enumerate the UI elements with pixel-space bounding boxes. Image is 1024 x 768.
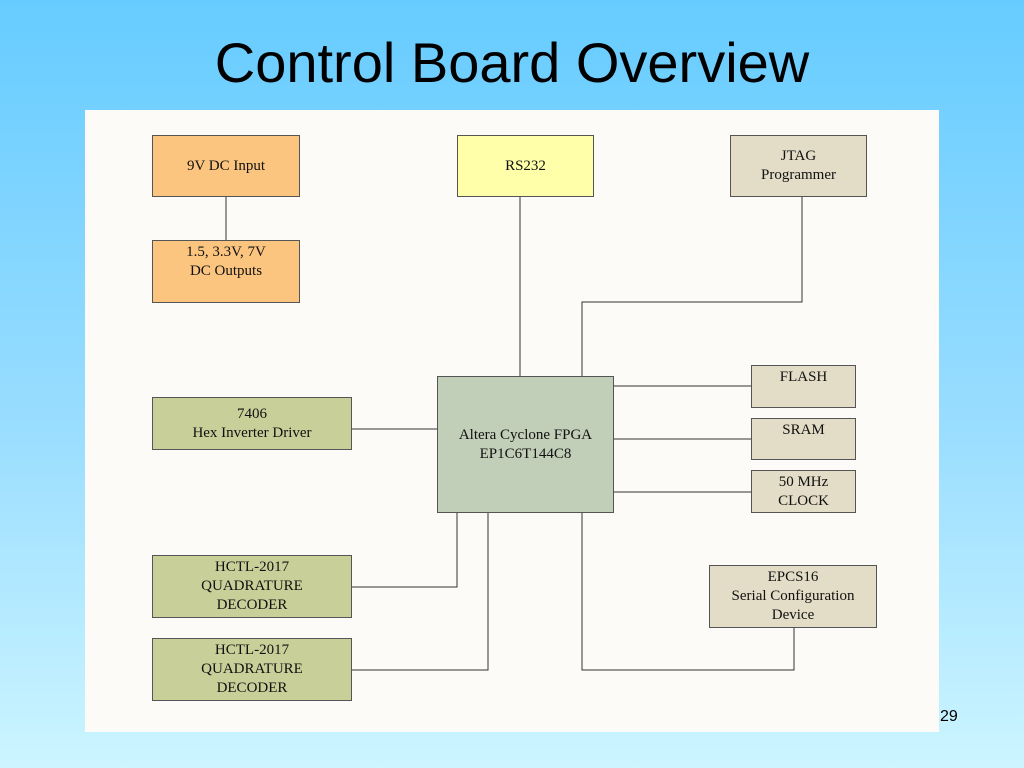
line-fpga-to-decoder-1: [352, 513, 458, 588]
dc-outputs-label: 1.5, 3.3V, 7V DC Outputs: [186, 244, 266, 279]
dc-outputs-block: 1.5, 3.3V, 7V DC Outputs: [152, 240, 300, 303]
connection-lines: [225, 197, 803, 671]
line-jtag-to-fpga: [581, 197, 803, 376]
quadrature-decoder-1-label: HCTL-2017 QUADRATURE DECODER: [201, 559, 303, 613]
block-diagram: 9V DC Input 1.5, 3.3V, 7V DC Outputs RS2…: [85, 110, 939, 732]
hex-inverter-label: 7406 Hex Inverter Driver: [192, 405, 312, 441]
fpga-block: Altera Cyclone FPGA EP1C6T144C8: [437, 376, 614, 513]
quadrature-decoder-block-1: HCTL-2017 QUADRATURE DECODER: [152, 555, 352, 618]
rs232-block: RS232: [457, 135, 594, 197]
rs232-label: RS232: [505, 157, 546, 174]
quadrature-decoder-2-label: HCTL-2017 QUADRATURE DECODER: [201, 642, 303, 696]
epcs16-label: EPCS16 Serial Configuration Device: [731, 569, 855, 623]
epcs16-block: EPCS16 Serial Configuration Device: [709, 565, 877, 628]
jtag-programmer-label: JTAG Programmer: [761, 148, 836, 183]
fpga-label: Altera Cyclone FPGA EP1C6T144C8: [458, 426, 593, 462]
sram-label: SRAM: [782, 422, 825, 438]
page-number: 29: [940, 708, 958, 725]
line-fpga-to-decoder-2: [352, 513, 489, 671]
quadrature-decoder-block-2: HCTL-2017 QUADRATURE DECODER: [152, 638, 352, 701]
flash-block: FLASH: [751, 365, 856, 408]
clock-label: 50 MHz CLOCK: [778, 473, 829, 509]
dc-input-block: 9V DC Input: [152, 135, 300, 197]
line-fpga-to-epcs16: [581, 513, 795, 671]
jtag-programmer-block: JTAG Programmer: [730, 135, 867, 197]
slide-title: Control Board Overview: [214, 31, 810, 94]
dc-input-label: 9V DC Input: [186, 157, 266, 174]
sram-block: SRAM: [751, 418, 856, 460]
clock-block: 50 MHz CLOCK: [751, 470, 856, 513]
flash-label: FLASH: [779, 369, 828, 385]
hex-inverter-block: 7406 Hex Inverter Driver: [152, 397, 352, 450]
